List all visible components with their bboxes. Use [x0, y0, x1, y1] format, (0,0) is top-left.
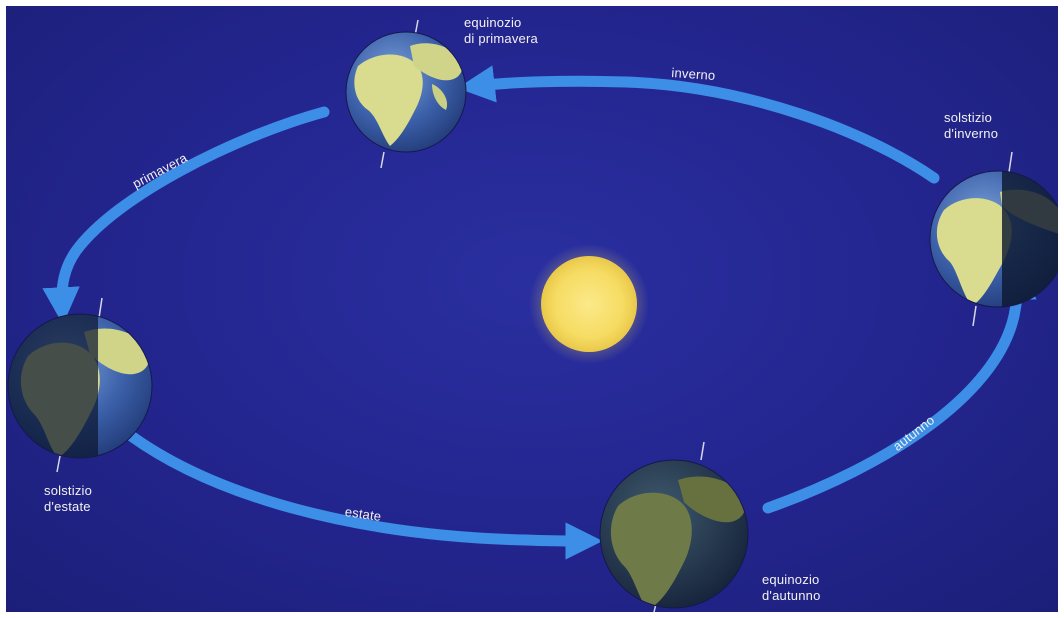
label-winter-solstice: solstizio d'inverno [944, 110, 998, 142]
orbit-arrow-estate [112, 420, 603, 560]
label-spring-equinox: equinozio di primavera [464, 15, 538, 47]
label-autumn-equinox: equinozio d'autunno [762, 572, 821, 604]
earth-icon-spring-equinox [345, 19, 467, 169]
orbit-arrow-autunno [762, 262, 1037, 514]
earth-icon-summer-solstice [7, 297, 153, 473]
label-autumn-equinox-line1: equinozio [762, 572, 820, 587]
label-summer-solstice-line1: solstizio [44, 483, 93, 498]
orbit-arrow-inverno [457, 65, 940, 184]
label-spring-equinox-line1: equinozio [464, 15, 522, 30]
label-summer-solstice: solstizio d'estate [44, 483, 92, 515]
label-winter-solstice-line1: solstizio [944, 110, 993, 125]
orbit-diagram: equinozio di primavera solstizio d'inver… [6, 6, 1058, 612]
label-summer-solstice-line2: d'estate [44, 499, 91, 514]
earth-icon-winter-solstice [929, 151, 1058, 327]
diagram-canvas [7, 19, 1058, 612]
label-autumn-equinox-line2: d'autunno [762, 588, 821, 603]
earth-icon-autumn-equinox [599, 441, 749, 612]
orbit-arrow-primavera [42, 106, 330, 325]
label-winter-solstice-line2: d'inverno [944, 126, 999, 141]
season-label-winter: inverno [670, 65, 716, 84]
sun-icon [529, 244, 649, 364]
label-spring-equinox-line2: di primavera [464, 31, 538, 46]
